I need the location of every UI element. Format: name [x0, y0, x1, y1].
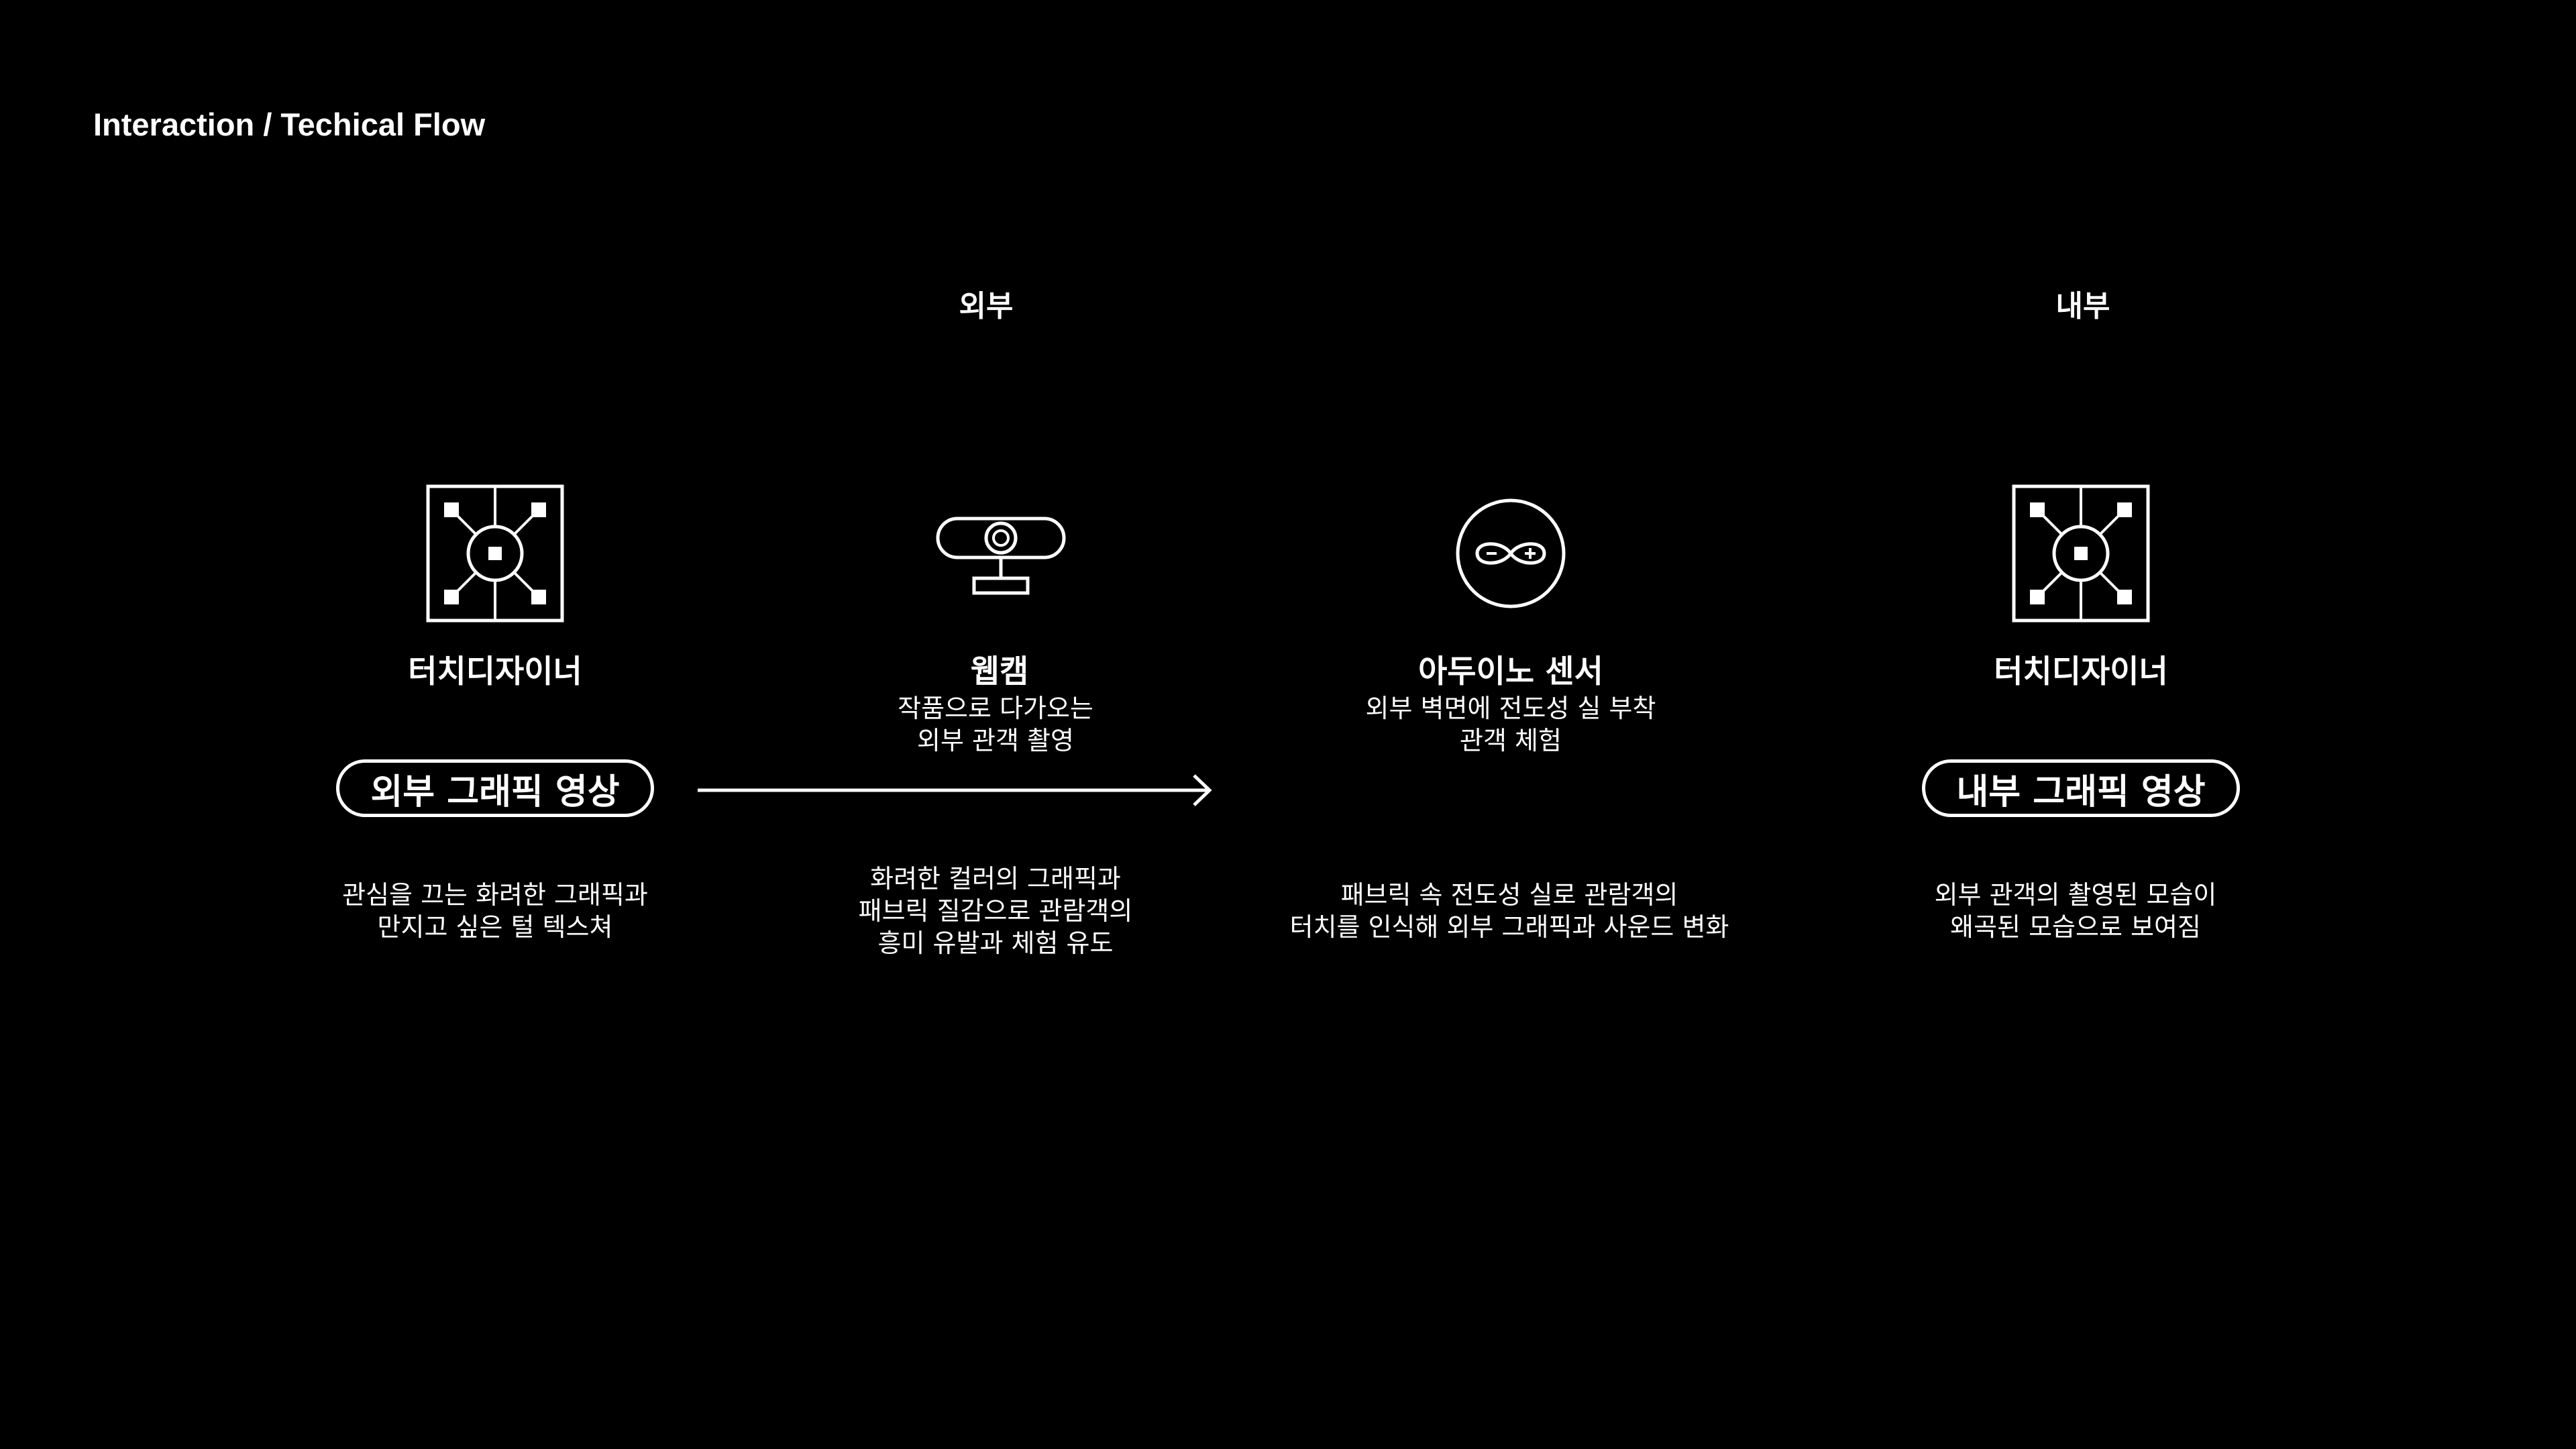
touch-designer-icon	[2012, 484, 2150, 625]
step-description: 외부 관객의 촬영된 모습이 왜곡된 모습으로 보여짐	[1934, 880, 2217, 942]
webcam-icon	[936, 517, 1066, 598]
step-description: 관심을 끄는 화려한 그래픽과 만지고 싶은 털 텍스쳐	[342, 880, 648, 942]
section-label-outside: 외부	[959, 289, 1014, 323]
step-name: 아두이노 센서	[1418, 653, 1603, 690]
step-name: 터치디자이너	[408, 653, 582, 690]
step-description: 화려한 컬러의 그래픽과 패브릭 질감으로 관람객의 흥미 유발과 체험 유도	[858, 864, 1133, 958]
page-title: Interaction / Techical Flow	[93, 107, 486, 142]
section-label-inside: 내부	[2055, 289, 2110, 323]
output-pill-outside: 외부 그래픽 영상	[336, 759, 654, 817]
step-subtitle: 작품으로 다가오는 외부 관객 촬영	[898, 694, 1093, 755]
arduino-icon	[1455, 498, 1566, 612]
touch-designer-icon	[426, 484, 564, 625]
step-name: 웹캠	[970, 653, 1029, 690]
step-subtitle: 외부 벽면에 전도성 실 부착 관객 체험	[1365, 694, 1656, 755]
step-name: 터치디자이너	[1994, 653, 2168, 690]
output-pill-inside: 내부 그래픽 영상	[1922, 759, 2240, 817]
flow-arrow	[698, 773, 1214, 810]
step-description: 패브릭 속 전도성 실로 관람객의 터치를 인식해 외부 그래픽과 사운드 변화	[1289, 880, 1729, 942]
